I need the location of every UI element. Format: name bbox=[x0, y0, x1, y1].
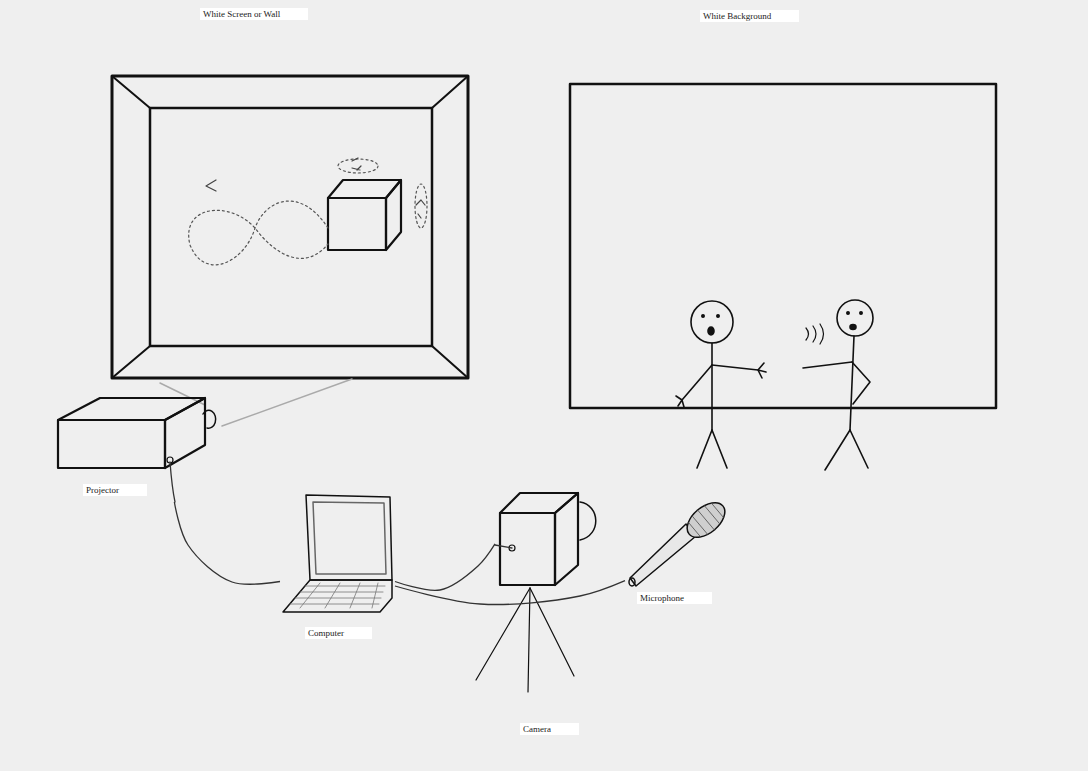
camera-drawing bbox=[476, 493, 596, 692]
projector-node: Projector bbox=[55, 392, 210, 502]
item-label: Camera bbox=[520, 723, 579, 735]
cable bbox=[174, 502, 280, 584]
motion-arrows bbox=[206, 158, 425, 218]
background-frame bbox=[570, 84, 996, 408]
camera-node: Camera bbox=[495, 475, 605, 740]
background-node: White Background bbox=[570, 8, 997, 409]
screen-node: White Screen or Wall bbox=[112, 6, 469, 379]
microphone-drawing bbox=[629, 496, 731, 586]
computer-node: Computer bbox=[280, 490, 395, 640]
item-label: Projector bbox=[83, 484, 147, 496]
cable bbox=[395, 581, 625, 605]
projector-beam bbox=[160, 379, 352, 426]
item-label: White Screen or Wall bbox=[200, 8, 308, 20]
stick-figure bbox=[676, 301, 766, 468]
projector-drawing bbox=[58, 398, 216, 502]
microphone-node: Microphone bbox=[625, 505, 730, 610]
computer-drawing bbox=[283, 495, 392, 612]
item-label: Microphone bbox=[637, 592, 712, 604]
screen-frame bbox=[112, 76, 468, 378]
item-label: Computer bbox=[305, 627, 372, 639]
stick-figure bbox=[803, 300, 873, 470]
cable bbox=[395, 544, 495, 591]
projected-cube bbox=[328, 180, 401, 250]
item-label: White Background bbox=[700, 10, 799, 22]
motion-path bbox=[189, 159, 427, 265]
